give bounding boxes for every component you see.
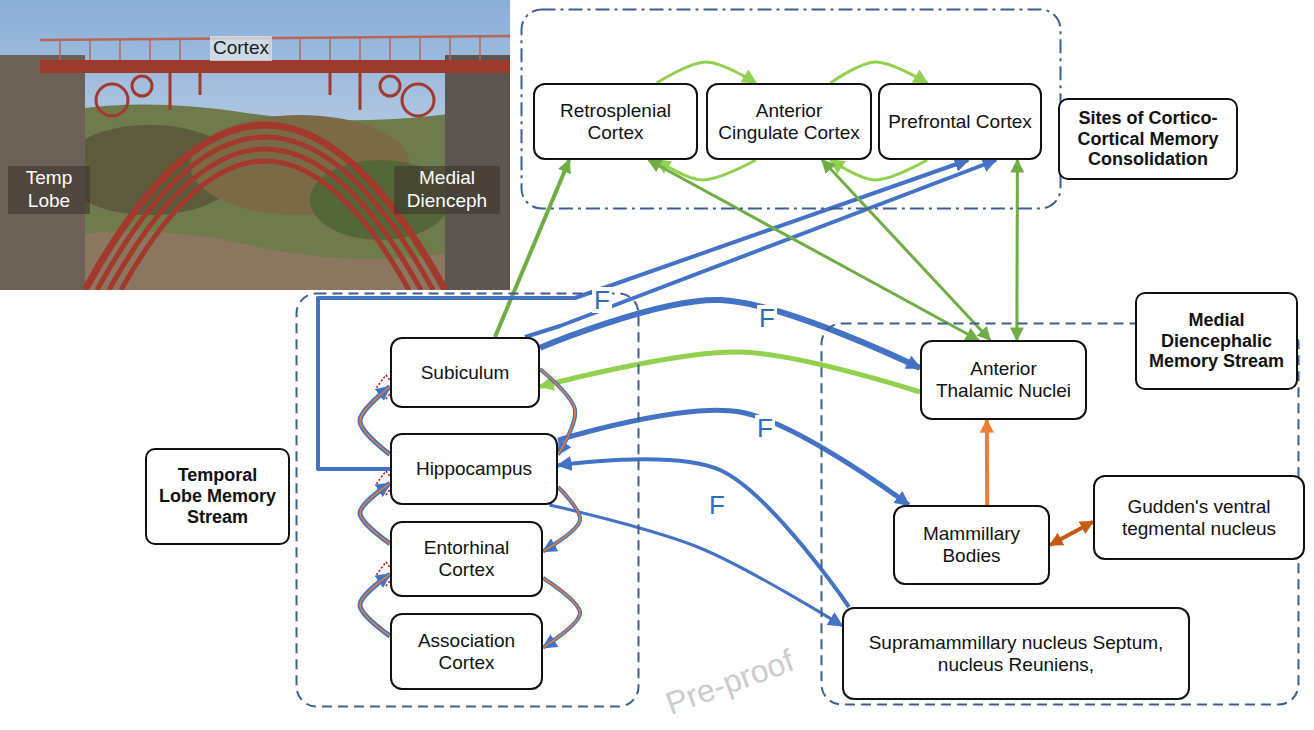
connector-arrow [831, 62, 928, 83]
memory-stream-region: SubiculumHippocampusEntorhinal CortexAss… [295, 292, 640, 708]
group-label-box: Temporal Lobe Memory Stream [145, 448, 290, 545]
watermark: Pre-proof [657, 639, 802, 725]
connectors [318, 62, 1093, 648]
box-label: Subiculum [421, 362, 510, 384]
box-label: Gudden's ventral tegmental nucleus [1103, 496, 1295, 540]
connector-arrow [649, 160, 979, 340]
connector-arrow [543, 578, 580, 648]
fornix-label: F [757, 305, 777, 331]
structure-box: Anterior Cingulate Cortex [706, 83, 872, 160]
connector-path [550, 505, 842, 626]
structure-box: Subiculum [390, 337, 540, 408]
connector-core [543, 578, 580, 648]
structure-box: Mammillary Bodies [893, 505, 1050, 585]
photo-label: Temp Lobe [8, 166, 90, 214]
connector-core [360, 387, 390, 455]
structure-box: Anterior Thalamic Nuclei [920, 340, 1087, 420]
connector-path [360, 574, 390, 636]
fornix-label: F [592, 287, 612, 313]
connector-path [657, 62, 756, 83]
fornix-label: F [755, 415, 775, 441]
connector-core [360, 483, 390, 543]
box-label: Association Cortex [400, 630, 533, 674]
bridge-railing [40, 36, 510, 60]
connector-arrow [657, 62, 756, 83]
box-label: Entorhinal Cortex [400, 537, 533, 581]
connector-arrow [657, 160, 756, 180]
connector-core [360, 574, 390, 636]
connector-arrow [360, 483, 390, 543]
structure-box: Hippocampus [390, 433, 558, 505]
structure-box: Association Cortex [390, 613, 543, 690]
connector-path [831, 160, 928, 180]
connector-arrow [1050, 522, 1093, 545]
connector-path [1050, 522, 1093, 545]
connector-arrow [1016, 160, 1018, 340]
connector-path [360, 387, 390, 455]
connector-path [543, 578, 580, 648]
bridge-arch [85, 73, 445, 290]
photo-label: Medial Dienceph [394, 166, 500, 214]
structure-box: Prefrontal Cortex [878, 83, 1042, 160]
box-label: Retrosplenial Cortex [543, 100, 688, 144]
box-label: Prefrontal Cortex [888, 111, 1032, 133]
group-heading: Temporal Lobe Memory Stream [155, 465, 280, 527]
structure-box: Supramammillary nucleus Septum, nucleus … [842, 607, 1190, 700]
connector-path [495, 160, 569, 337]
structure-box: Retrosplenial Cortex [533, 83, 698, 160]
connector-path [831, 62, 928, 83]
connector-arrow [550, 505, 842, 626]
fornix-label: F [707, 492, 727, 518]
connector-arrow [495, 160, 569, 337]
group-heading: Sites of Cortico-Cortical Memory Consoli… [1068, 108, 1228, 170]
box-label: Hippocampus [416, 458, 532, 480]
connector-path [649, 160, 979, 340]
group-label-box: Medial Diencephalic Memory Stream [1135, 292, 1298, 390]
box-label: Anterior Thalamic Nuclei [930, 358, 1077, 402]
connector-path [558, 410, 909, 505]
connector-path [360, 483, 390, 543]
connector-arrow [558, 410, 909, 505]
photo-label: Cortex [210, 36, 272, 61]
memory-stream-region: Anterior Thalamic NucleiMammillary Bodie… [820, 322, 1300, 706]
group-heading: Medial Diencephalic Memory Stream [1145, 310, 1288, 372]
box-label: Anterior Cingulate Cortex [716, 100, 862, 144]
dashed-border [522, 10, 1061, 209]
connector-arrow [540, 352, 920, 392]
box-label: Supramammillary nucleus Septum, nucleus … [852, 632, 1180, 676]
memory-stream-region: Retrosplenial Cortex Anterior Cingulate C… [520, 8, 1062, 210]
box-label: Mammillary Bodies [903, 523, 1040, 567]
structure-box: Entorhinal Cortex [390, 521, 543, 597]
connector-path [558, 459, 849, 607]
group-label-box: Sites of Cortico-Cortical Memory Consoli… [1058, 98, 1238, 180]
dashed-border [297, 294, 639, 707]
connector-path [1015, 160, 1019, 340]
connector-arrow [360, 574, 390, 636]
structure-box: Gudden's ventral tegmental nucleus [1093, 475, 1305, 560]
bridge-deck [40, 60, 510, 73]
connector-path [540, 352, 920, 392]
sky [0, 0, 510, 290]
connector-path [657, 160, 756, 180]
connector-arrow [360, 387, 390, 455]
connector-path [985, 420, 989, 505]
connector-arrow [986, 420, 987, 505]
connector-path [822, 160, 990, 340]
connector-arrow [558, 459, 849, 607]
connector-arrow [822, 160, 990, 340]
connector-arrow [831, 160, 928, 180]
